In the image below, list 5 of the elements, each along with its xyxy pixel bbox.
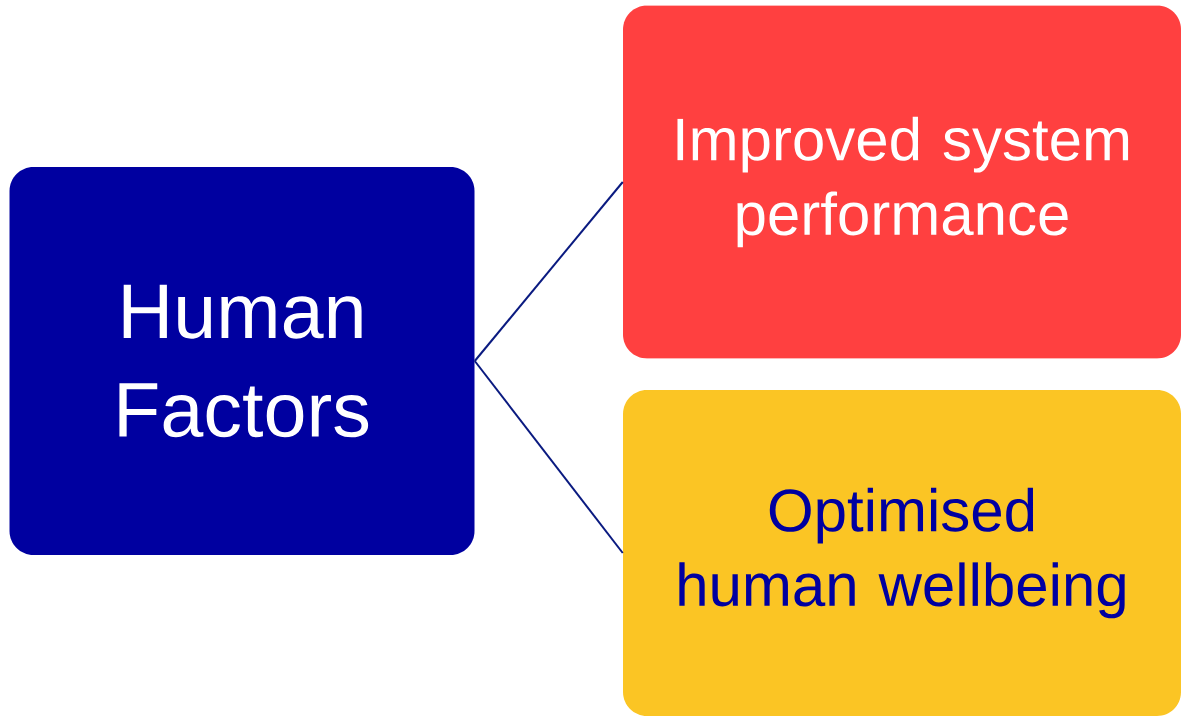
connector-line [473,181,624,362]
connector-line [473,360,624,554]
text-box: Human Factors [9,167,475,555]
text-box: Optimised human wellbeing [623,390,1181,716]
text-box: Improved system performance [623,5,1181,359]
